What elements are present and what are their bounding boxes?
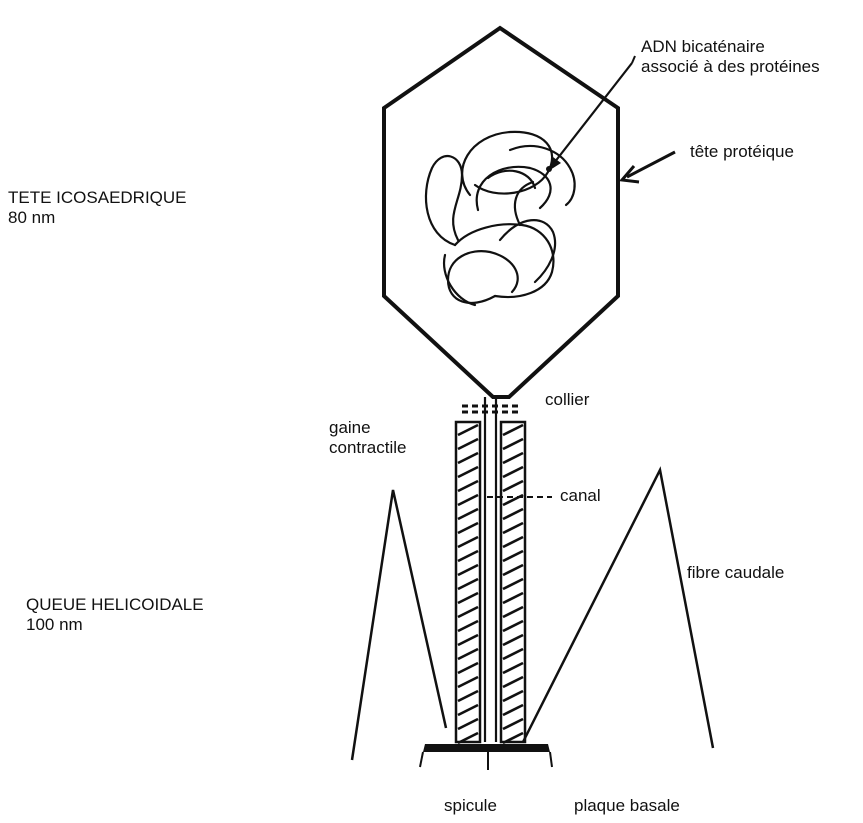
sheath-hatch-stroke [503, 453, 523, 463]
sheath-hatch-stroke [503, 649, 523, 659]
sheath-hatch-stroke [458, 719, 478, 729]
sheath-hatch-stroke [503, 481, 523, 491]
sheath-hatch-stroke [503, 551, 523, 561]
sheath-hatch-stroke [458, 593, 478, 603]
collar-label: collier [545, 390, 589, 410]
sheath-hatch-stroke [503, 523, 523, 533]
sheath-hatch-stroke [503, 663, 523, 673]
sheath-hatch-stroke [503, 509, 523, 519]
protein-head-label: tête protéique [690, 142, 794, 162]
tail-fiber-left [352, 490, 446, 760]
sheath-right [501, 422, 525, 742]
sheath-hatch-stroke [503, 621, 523, 631]
tete-arrow [627, 152, 675, 177]
canal-label: canal [560, 486, 601, 506]
sheath-hatch-stroke [458, 579, 478, 589]
sheath-hatch-stroke [458, 481, 478, 491]
sheath-hatch-stroke [458, 537, 478, 547]
sheath-hatch-stroke [458, 453, 478, 463]
sheath-hatch-stroke [503, 439, 523, 449]
sheath-hatch-stroke [503, 691, 523, 701]
sheath-hatch-stroke [458, 663, 478, 673]
sheath-hatch-stroke [503, 537, 523, 547]
sheath-hatch-stroke [458, 467, 478, 477]
spicule-label: spicule [444, 796, 497, 816]
sheath-hatching [458, 425, 523, 743]
sheath-hatch-stroke [458, 705, 478, 715]
head-label: TETE ICOSAEDRIQUE 80 nm [8, 188, 187, 228]
sheath-hatch-stroke [458, 635, 478, 645]
sheath-hatch-stroke [503, 705, 523, 715]
sheath-hatch-stroke [503, 579, 523, 589]
sheath-hatch-stroke [458, 551, 478, 561]
sheath-hatch-stroke [458, 677, 478, 687]
sheath-hatch-stroke [458, 649, 478, 659]
base-plate [423, 744, 550, 752]
sheath-hatch-stroke [458, 523, 478, 533]
tail-fiber-label: fibre caudale [687, 563, 784, 583]
tail-label: QUEUE HELICOIDALE 100 nm [26, 595, 204, 635]
sheath-hatch-stroke [458, 691, 478, 701]
head-outline [384, 28, 618, 397]
sheath-hatch-stroke [503, 565, 523, 575]
sheath-hatch-stroke [458, 439, 478, 449]
sheath-hatch-stroke [503, 467, 523, 477]
sheath-hatch-stroke [458, 607, 478, 617]
dna-label: ADN bicaténaire associé à des protéines [641, 37, 820, 77]
dna-coil [426, 132, 575, 305]
sheath-hatch-stroke [458, 509, 478, 519]
sheath-hatch-stroke [458, 495, 478, 505]
sheath-label: gaine contractile [329, 418, 406, 458]
sheath-hatch-stroke [503, 607, 523, 617]
sheath-hatch-stroke [458, 621, 478, 631]
sheath-hatch-stroke [503, 593, 523, 603]
sheath-left [456, 422, 480, 742]
sheath-hatch-stroke [458, 565, 478, 575]
adn-arrow [554, 63, 632, 163]
sheath-hatch-stroke [503, 635, 523, 645]
sheath-hatch-stroke [458, 425, 478, 435]
base-plate-label: plaque basale [574, 796, 680, 816]
sheath-hatch-stroke [503, 677, 523, 687]
tail-fiber-right [523, 470, 713, 748]
sheath-hatch-stroke [503, 425, 523, 435]
sheath-hatch-stroke [503, 719, 523, 729]
